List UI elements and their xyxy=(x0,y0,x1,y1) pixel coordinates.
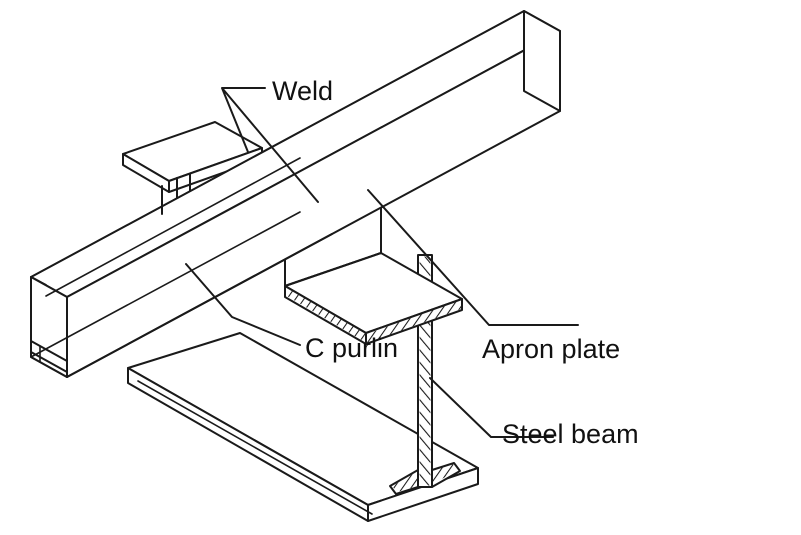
c-purlin-leader-line xyxy=(185,263,301,346)
beam-flange-fold-line xyxy=(137,380,373,515)
annotation-layer: Weld C purlin Apron plate Steel beam xyxy=(185,76,639,449)
purlin-bottom-inner-fold xyxy=(30,211,301,358)
apron-right-side-edge-hatching xyxy=(367,300,461,343)
apron-plate-leader-line xyxy=(367,189,579,326)
beam-base-weld-left-hatching xyxy=(392,471,418,492)
purlin-far-end-cap xyxy=(523,10,561,112)
beam-base-weld-right-hatching xyxy=(432,464,457,485)
c-purlin xyxy=(30,10,561,378)
steel-beam-leader-line xyxy=(429,377,554,438)
weld-leader-line xyxy=(221,87,319,203)
beam-web-hatching xyxy=(419,256,431,486)
apron-right-bend-line xyxy=(284,252,382,287)
purlin-top-flange-thickness xyxy=(30,10,525,278)
purlin-top-flange-underside xyxy=(45,157,301,297)
apron-right-front-edge-hatching xyxy=(287,287,365,342)
weld-label: Weld xyxy=(272,76,333,106)
purlin-bottom-flange-long-edge xyxy=(66,233,333,378)
apron-plate-label: Apron plate xyxy=(482,334,620,364)
c-purlin-label: C purlin xyxy=(305,333,398,363)
steel-beam xyxy=(127,254,479,522)
steel-beam-label: Steel beam xyxy=(502,419,639,449)
